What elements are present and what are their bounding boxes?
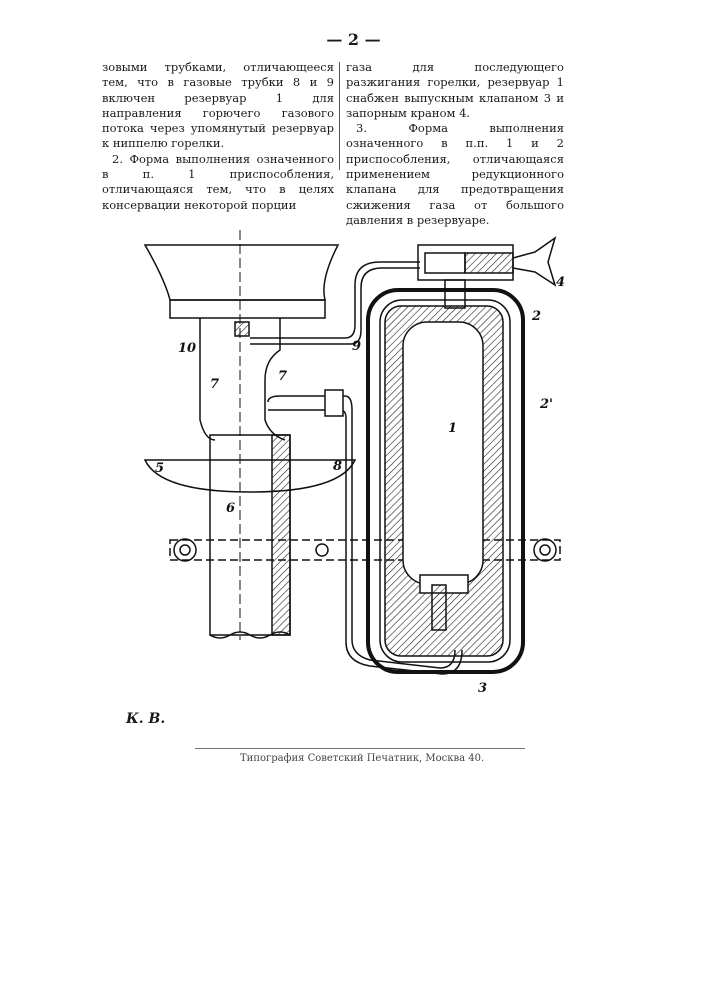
label-7b: 7 (278, 369, 287, 384)
label-1: 1 (448, 421, 457, 436)
label-8: 8 (333, 459, 342, 474)
label-10: 10 (178, 341, 196, 356)
label-9: 9 (352, 339, 361, 354)
label-3: 3 (478, 681, 487, 696)
label-4: 4 (556, 275, 565, 290)
signature-initials: К. В. (126, 711, 165, 727)
label-2: 2 (531, 309, 541, 324)
tank-chamber (403, 322, 483, 584)
valve-3 (432, 585, 446, 630)
valve-handle (513, 238, 555, 285)
label-2-prime: 2' (539, 397, 553, 412)
burner-funnel (145, 245, 338, 300)
footer-rule (195, 748, 525, 749)
label-7a: 7 (210, 377, 219, 392)
label-5: 5 (155, 461, 164, 476)
printer-imprint: Типография Советский Печатник, Москва 40… (240, 753, 484, 764)
label-6: 6 (226, 501, 235, 516)
dish-5 (145, 460, 355, 492)
